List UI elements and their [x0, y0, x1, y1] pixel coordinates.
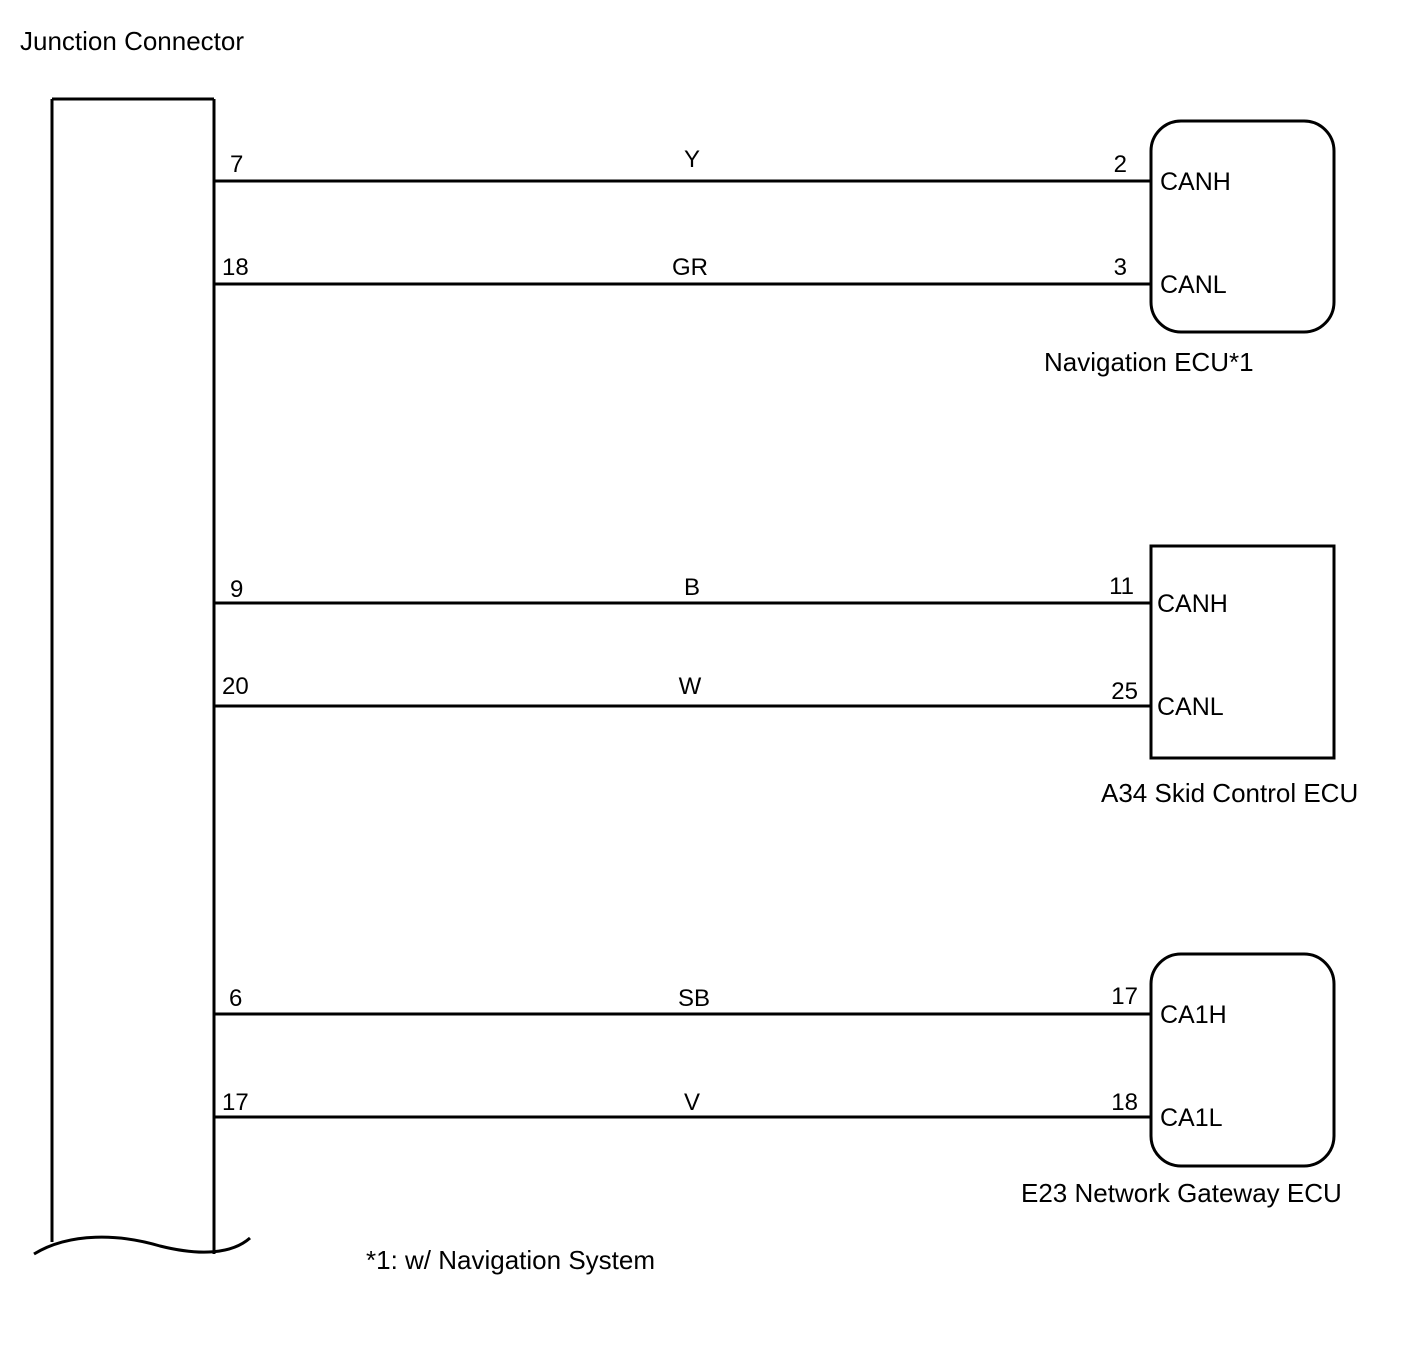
terminal-label: CA1L: [1160, 1104, 1223, 1132]
wire-9-11: 9 B 11: [214, 573, 1152, 605]
junction-connector-title: Junction Connector: [20, 26, 244, 56]
ecu-pin-label: 25: [1111, 678, 1138, 705]
footnote: *1: w/ Navigation System: [366, 1245, 655, 1275]
terminal-label: CANH: [1157, 590, 1228, 618]
navigation-ecu: CANH CANL Navigation ECU*1: [1044, 119, 1336, 377]
junction-pin-label: 7: [230, 151, 243, 178]
wire-color-label: V: [684, 1089, 700, 1116]
junction-pin-label: 9: [230, 576, 243, 603]
wire-color-label: Y: [684, 146, 700, 173]
terminal-label: CANL: [1160, 271, 1227, 299]
ecu-name: E23 Network Gateway ECU: [1021, 1178, 1342, 1208]
skid-control-ecu: CANH CANL A34 Skid Control ECU: [1101, 544, 1358, 808]
ecu-pin-label: 18: [1111, 1089, 1138, 1116]
ecu-pin-label: 2: [1114, 151, 1127, 178]
wire-7-2: 7 Y 2: [214, 146, 1152, 183]
wire-color-label: W: [679, 673, 702, 700]
terminal-label: CA1H: [1160, 1001, 1227, 1029]
wire-17-18: 17 V 18: [214, 1089, 1152, 1119]
ecu-name: Navigation ECU*1: [1044, 347, 1254, 377]
wire-color-label: B: [684, 574, 700, 601]
terminal-label: CANH: [1160, 168, 1231, 196]
ecu-name: A34 Skid Control ECU: [1101, 778, 1358, 808]
break-mark: [33, 1235, 251, 1256]
junction-pin-label: 17: [222, 1089, 249, 1116]
junction-pin-label: 18: [222, 254, 249, 281]
ecu-pin-label: 3: [1114, 254, 1127, 281]
wire-20-25: 20 W 25: [214, 673, 1152, 708]
terminal-label: CANL: [1157, 693, 1224, 721]
ecu-pin-label: 17: [1111, 983, 1138, 1010]
junction-connector: [33, 97, 251, 1256]
junction-pin-label: 6: [229, 985, 242, 1012]
wire-color-label: SB: [678, 985, 710, 1012]
network-gateway-ecu: CA1H CA1L E23 Network Gateway ECU: [1021, 952, 1342, 1208]
ecu-pin-label: 11: [1109, 573, 1134, 600]
wire-color-label: GR: [672, 254, 708, 281]
junction-pin-label: 20: [222, 673, 249, 700]
wire-18-3: 18 GR 3: [214, 254, 1152, 286]
wire-6-17: 6 SB 17: [214, 983, 1152, 1016]
